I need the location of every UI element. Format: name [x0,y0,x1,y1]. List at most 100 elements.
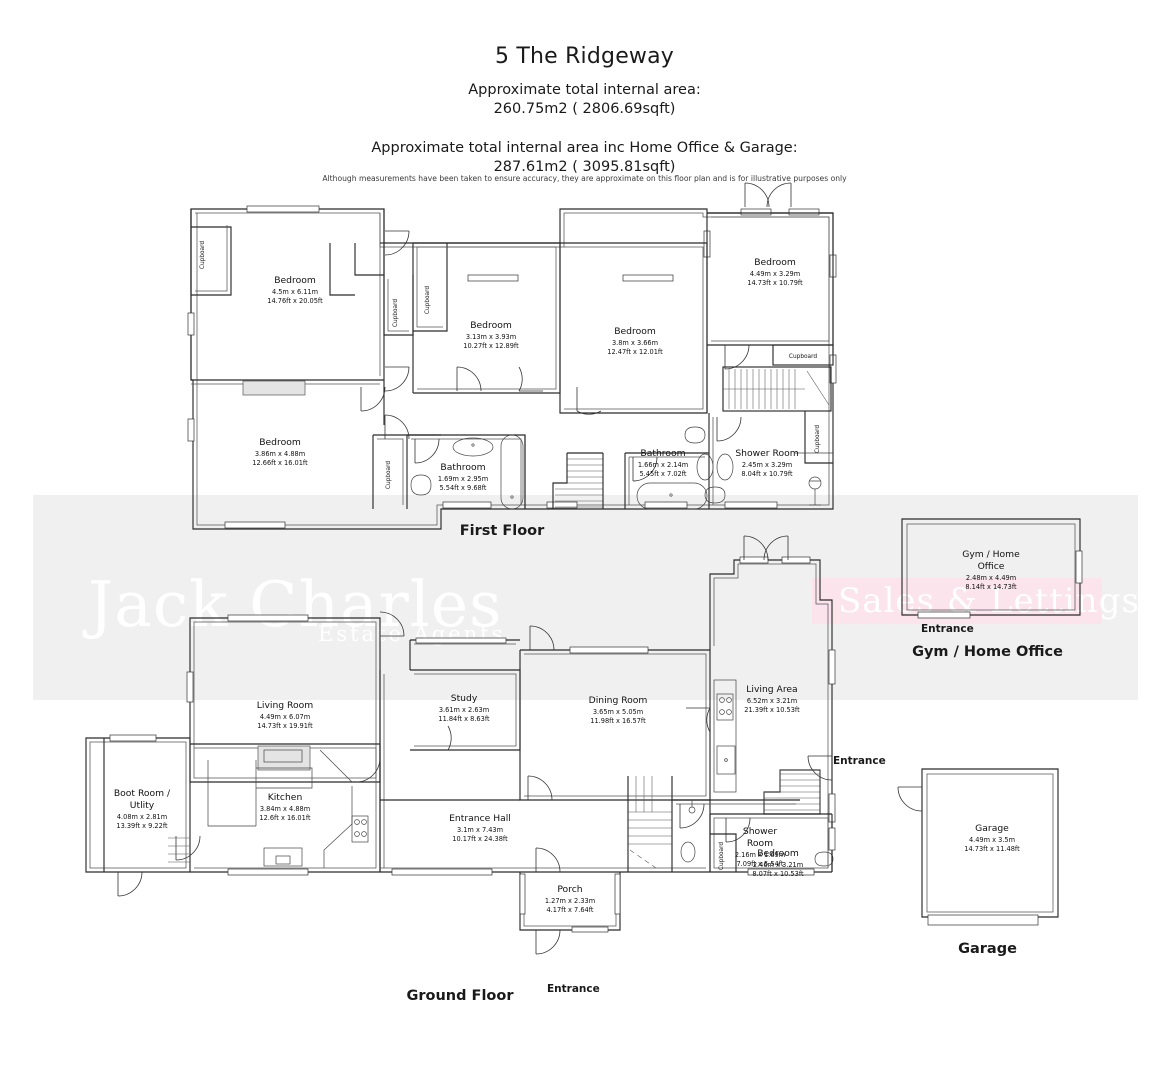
watermark-brand: Jack Charles [88,568,503,641]
svg-text:Porch: Porch [557,884,582,895]
room-label-study: Study 3.61m x 2.63m 11.84ft x 8.63ft [438,693,490,723]
window [569,646,649,654]
svg-text:13.39ft x 9.22ft: 13.39ft x 9.22ft [116,822,168,830]
sink-fixture-2 [716,745,736,775]
svg-text:Room: Room [747,838,773,849]
window [724,501,778,509]
svg-text:Living Room: Living Room [257,700,313,711]
svg-text:Dining Room: Dining Room [589,695,648,706]
garage-plan: Garage 4.49m x 3.5m 14.73ft x 11.48ft [897,768,1059,926]
svg-text:Bedroom: Bedroom [754,257,796,268]
total-area-inc-label: Approximate total internal area inc Home… [371,140,798,156]
svg-text:1.66m x 2.14m: 1.66m x 2.14m [638,461,688,469]
svg-text:Utlity: Utlity [130,800,155,811]
svg-text:11.98ft x 16.57ft: 11.98ft x 16.57ft [590,717,646,725]
window-seat [242,380,306,396]
room-label-bedroom-3: Bedroom 3.13m x 3.93m 10.27ft x 12.89ft [463,320,519,350]
room-label-bedroom-5: Bedroom 4.49m x 3.29m 14.73ft x 10.79ft [747,257,803,287]
svg-text:3.13m x 3.93m: 3.13m x 3.93m [466,333,516,341]
svg-text:Gym / Home: Gym / Home [962,549,1020,560]
room-label-boot-room-utility: Boot Room / Utlity 4.08m x 2.81m 13.39ft… [114,788,171,830]
svg-text:2.16m x 1.69m: 2.16m x 1.69m [735,851,785,859]
svg-text:14.73ft x 11.48ft: 14.73ft x 11.48ft [964,845,1020,853]
room-label-shower-room-1: Shower Room 2.45m x 3.29m 8.04ft x 10.79… [735,448,798,478]
window [740,208,772,216]
room-label-shower-room-ground: Shower Room 2.16m x 1.69m 7.09ft x 5.54f… [735,826,785,868]
svg-text:Bedroom: Bedroom [757,848,799,859]
window [1075,550,1083,584]
room-label-porch: Porch 1.27m x 2.33m 4.17ft x 7.64ft [545,884,595,914]
svg-text:Shower: Shower [743,826,777,837]
svg-text:2.48m x 4.49m: 2.48m x 4.49m [966,574,1016,582]
entrance-label-porch: Entrance [547,983,600,995]
gym-home-office-plan: Gym / Home Office 2.48m x 4.49m 8.14ft x… [901,518,1083,619]
window [391,868,493,876]
svg-text:2.45m x 3.29m: 2.45m x 3.29m [742,461,792,469]
room-label-living-area: Living Area 6.52m x 3.21m 21.39ft x 10.5… [744,684,800,714]
bath-plug [510,495,514,499]
svg-text:7.09ft x 5.54ft: 7.09ft x 5.54ft [736,860,783,868]
total-area-block: Approximate total internal area: 260.75m… [0,81,1169,119]
svg-text:4.49m x 3.29m: 4.49m x 3.29m [750,270,800,278]
wc-fixture-g [814,851,834,867]
svg-text:10.17ft x 24.38ft: 10.17ft x 24.38ft [452,835,508,843]
window [224,521,286,529]
wc-fixture-2 [684,426,706,444]
entrance-label-gym: Entrance [921,623,974,635]
room-label-garage: Garage 4.49m x 3.5m 14.73ft x 11.48ft [964,823,1020,853]
window [622,274,674,282]
cupboard-label-1: Cupboard [200,241,206,269]
window [109,734,157,742]
window [415,637,507,644]
svg-text:10.27ft x 12.89ft: 10.27ft x 12.89ft [463,342,519,350]
svg-text:3.86m x 4.88m: 3.86m x 4.88m [255,450,305,458]
window [571,926,609,933]
window [187,418,195,442]
basin-plug [471,443,475,447]
svg-text:Entrance Hall: Entrance Hall [449,813,511,824]
svg-text:12.66ft x 16.01ft: 12.66ft x 16.01ft [252,459,308,467]
total-area-label: Approximate total internal area: [468,82,701,98]
svg-text:5.54ft x 9.68ft: 5.54ft x 9.68ft [439,484,486,492]
bath-fixture [500,434,524,510]
sink-plug-2 [724,758,728,762]
svg-text:14.73ft x 19.91ft: 14.73ft x 19.91ft [257,722,313,730]
window [788,208,820,216]
shower-fixture [809,480,821,506]
room-label-bedroom-4: Bedroom 3.8m x 3.66m 12.47ft x 12.01ft [607,326,663,356]
svg-text:Shower Room: Shower Room [735,448,798,459]
svg-text:12.6ft x 16.01ft: 12.6ft x 16.01ft [259,814,311,822]
basin-fixture-3 [716,453,734,481]
window [828,649,836,685]
svg-text:3.61m x 2.63m: 3.61m x 2.63m [439,706,489,714]
entrance-label-living-area: Entrance [833,755,886,767]
svg-text:8.04ft x 10.79ft: 8.04ft x 10.79ft [741,470,793,478]
shower-head [808,476,822,490]
svg-text:4.49m x 3.5m: 4.49m x 3.5m [969,836,1015,844]
svg-text:Garage: Garage [975,823,1009,834]
svg-text:Bedroom: Bedroom [259,437,301,448]
ground-floor-plan: Cupboard Living Room 4.49m x 6.07m 14.73… [85,535,836,955]
svg-text:1.69m x 2.95m: 1.69m x 2.95m [438,475,488,483]
svg-text:Bedroom: Bedroom [470,320,512,331]
window [519,873,526,915]
total-area-value: 260.75m2 ( 2806.69sqft) [493,101,676,117]
cupboard-label-5: Cupboard [815,425,821,453]
hob-icon [351,815,369,843]
bath-fixture-2 [636,482,708,510]
svg-text:3.1m x 7.43m: 3.1m x 7.43m [457,826,503,834]
svg-text:2.46m x 3.21m: 2.46m x 3.21m [753,861,803,869]
svg-text:5.45ft x 7.02ft: 5.45ft x 7.02ft [639,470,686,478]
window [227,868,309,876]
kitchen-sink-bowl [263,749,303,763]
svg-text:4.08m x 2.81m: 4.08m x 2.81m [117,813,167,821]
room-label-bedroom-2: Bedroom 3.86m x 4.88m 12.66ft x 16.01ft [252,437,308,467]
page-title: 5 The Ridgeway [494,44,675,69]
svg-text:Living Area: Living Area [746,684,797,695]
room-label-bedroom-1: Bedroom 4.5m x 6.11m 14.76ft x 20.05ft [267,275,323,305]
disclaimer-text: Although measurements have been taken to… [322,174,847,183]
window [546,501,578,509]
ground-floor-caption: Ground Floor [406,988,514,1004]
wc-fixture-3 [704,486,726,504]
